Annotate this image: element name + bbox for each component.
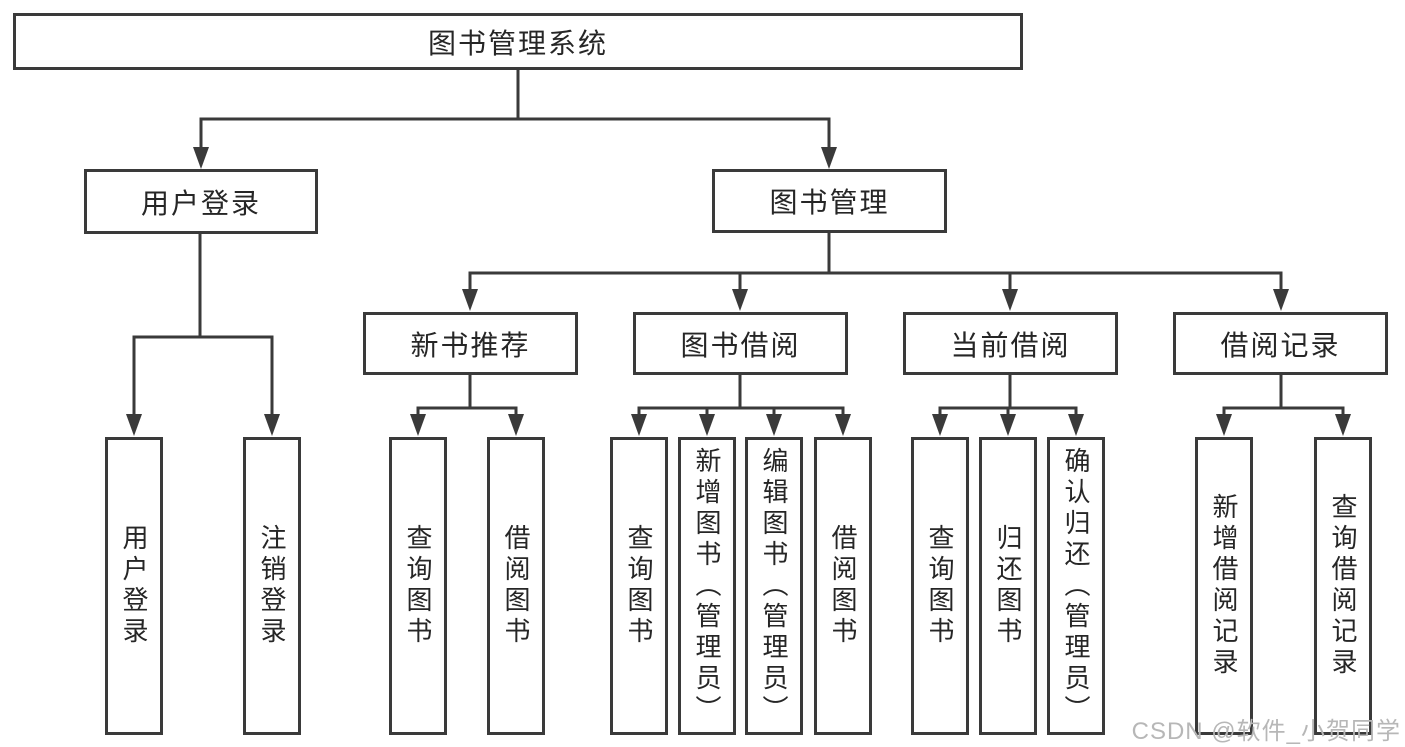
leaf-label: 确认归还（管理员） bbox=[1061, 446, 1091, 726]
leaf-label: 查询图书 bbox=[624, 524, 654, 648]
leaf-label: 编辑图书（管理员） bbox=[759, 446, 789, 726]
node-label: 图书管理 bbox=[769, 187, 890, 218]
node-user-login-module: 用户登录 bbox=[84, 169, 318, 234]
node-library-management-system: 图书管理系统 bbox=[13, 13, 1023, 70]
leaf-label: 查询图书 bbox=[403, 524, 433, 648]
node-label: 新书推荐 bbox=[410, 329, 531, 361]
leaf-query-book: 查询图书 bbox=[610, 437, 668, 735]
node-label: 当前借阅 bbox=[950, 329, 1071, 361]
leaf-edit-book-admin: 编辑图书（管理员） bbox=[745, 437, 803, 735]
leaf-label: 用户登录 bbox=[119, 524, 149, 648]
connector-root-to-level2 bbox=[199, 70, 831, 149]
leaf-logout-login: 注销登录 bbox=[243, 437, 301, 735]
leaf-label: 注销登录 bbox=[257, 524, 287, 648]
node-book-management-module: 图书管理 bbox=[712, 169, 947, 233]
leaf-query-book: 查询图书 bbox=[911, 437, 969, 735]
leaf-confirm-return-admin: 确认归还（管理员） bbox=[1047, 437, 1105, 735]
node-label: 图书管理系统 bbox=[427, 27, 608, 59]
leaf-query-book: 查询图书 bbox=[389, 437, 447, 735]
connector-bookmgmt-to-level3 bbox=[468, 233, 1283, 291]
leaf-label: 借阅图书 bbox=[501, 524, 531, 648]
leaf-borrow-book: 借阅图书 bbox=[814, 437, 872, 735]
node-new-book-recommend: 新书推荐 bbox=[363, 312, 578, 375]
leaf-add-book-admin: 新增图书（管理员） bbox=[678, 437, 736, 735]
node-book-borrow: 图书借阅 bbox=[633, 312, 848, 375]
node-current-borrow: 当前借阅 bbox=[903, 312, 1118, 375]
connector-currentborrow-to-leaves bbox=[938, 375, 1078, 416]
leaf-label: 查询借阅记录 bbox=[1328, 493, 1358, 679]
connector-userlogin-to-leaves bbox=[132, 234, 274, 416]
connector-bookborrow-to-leaves bbox=[637, 375, 845, 416]
leaf-label: 归还图书 bbox=[993, 524, 1023, 648]
node-label: 用户登录 bbox=[140, 187, 261, 219]
connector-borrowrecord-to-leaves bbox=[1222, 375, 1345, 416]
connector-newbook-to-leaves bbox=[416, 375, 518, 416]
csdn-watermark: CSDN @软件_小贺同学 bbox=[1131, 718, 1401, 745]
leaf-label: 新增图书（管理员） bbox=[692, 446, 722, 726]
leaf-return-book: 归还图书 bbox=[979, 437, 1037, 735]
leaf-label: 查询图书 bbox=[925, 524, 955, 648]
leaf-add-borrow-record: 新增借阅记录 bbox=[1195, 437, 1253, 735]
node-label: 图书借阅 bbox=[680, 329, 801, 361]
node-label: 借阅记录 bbox=[1220, 329, 1341, 361]
node-borrow-record: 借阅记录 bbox=[1173, 312, 1388, 375]
leaf-user-login: 用户登录 bbox=[105, 437, 163, 735]
leaf-label: 新增借阅记录 bbox=[1209, 493, 1239, 679]
leaf-borrow-book: 借阅图书 bbox=[487, 437, 545, 735]
leaf-label: 借阅图书 bbox=[828, 524, 858, 648]
leaf-query-borrow-record: 查询借阅记录 bbox=[1314, 437, 1372, 735]
